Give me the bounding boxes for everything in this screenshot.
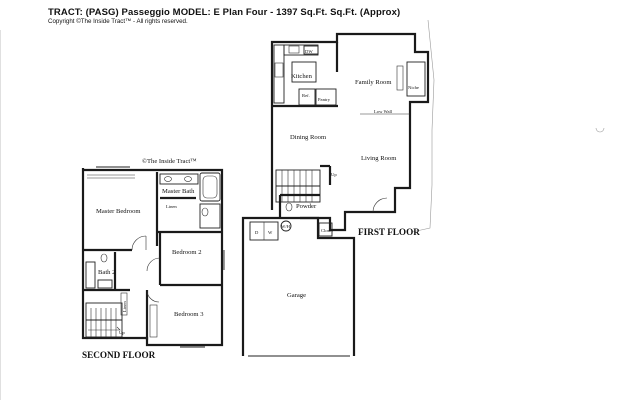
entry-door-swing bbox=[372, 197, 388, 213]
label-water-heater: W/H bbox=[281, 224, 291, 229]
label-ref: Ref. bbox=[302, 93, 310, 98]
cooktop bbox=[274, 62, 284, 78]
label-pantry: Pantry bbox=[318, 97, 331, 102]
plan-title: TRACT: (PASG) Passeggio MODEL: E Plan Fo… bbox=[48, 7, 401, 18]
label-dw: DW bbox=[305, 49, 313, 54]
niche bbox=[406, 61, 426, 97]
label-dryer: D bbox=[255, 230, 259, 235]
bedroom3-door-swing bbox=[146, 289, 160, 303]
room-powder: Powder bbox=[296, 203, 317, 210]
pantry bbox=[315, 88, 337, 106]
watermark: ©The Inside Tract™ bbox=[142, 158, 197, 165]
master-toilet bbox=[201, 207, 209, 217]
kitchen-counter-west bbox=[273, 44, 285, 104]
master-door-swing bbox=[131, 235, 147, 251]
first-floor-plan: DW Kitchen Family Room Niche Ref. Pantry… bbox=[241, 19, 435, 357]
fireplace bbox=[396, 65, 404, 91]
room-living-room: Living Room bbox=[361, 155, 397, 162]
bath2-toilet bbox=[100, 253, 108, 263]
water-heater bbox=[280, 220, 292, 232]
patio-outline bbox=[411, 19, 435, 233]
master-tub bbox=[199, 172, 221, 202]
room-bedroom-2: Bedroom 2 bbox=[172, 249, 202, 256]
sink-2 bbox=[184, 176, 192, 182]
stair-arrow bbox=[88, 326, 121, 331]
master-vanity bbox=[159, 173, 199, 185]
label-niche: Niche bbox=[408, 85, 419, 90]
room-master-bath: Master Bath bbox=[162, 188, 195, 195]
second-floor-plan: ©The Inside Tract™ Master Bedroom Master… bbox=[81, 158, 225, 360]
scan-mark bbox=[595, 127, 605, 133]
room-bath-2: Bath 2 bbox=[98, 269, 115, 276]
room-kitchen: Kitchen bbox=[291, 73, 313, 80]
kitchen-island bbox=[291, 61, 317, 83]
bedroom3-closet bbox=[149, 304, 158, 338]
room-garage: Garage bbox=[287, 292, 306, 299]
label-closet: Closet bbox=[321, 228, 333, 233]
bath2-vanity bbox=[97, 279, 113, 289]
refrigerator bbox=[298, 88, 316, 106]
bedroom2-door-swing bbox=[146, 257, 161, 272]
garage-outline bbox=[241, 216, 356, 356]
first-floor-outline bbox=[270, 32, 430, 232]
label-low-wall: Low Wall bbox=[374, 109, 393, 114]
copyright-notice: Copyright ©The Inside Tract™ - All right… bbox=[48, 17, 188, 25]
hall-linen-label: Linen bbox=[122, 301, 127, 312]
stair-up-label: Up bbox=[119, 330, 125, 335]
label-washer: W bbox=[268, 230, 273, 235]
header: TRACT: (PASG) Passeggio MODEL: E Plan Fo… bbox=[48, 8, 400, 25]
room-master-bedroom: Master Bedroom bbox=[96, 208, 141, 215]
master-shower bbox=[199, 203, 221, 229]
powder-toilet bbox=[285, 202, 293, 212]
hall-linen bbox=[120, 292, 128, 316]
room-bedroom-3: Bedroom 3 bbox=[174, 311, 204, 318]
tub-basin bbox=[202, 175, 218, 199]
second-floor-outline bbox=[81, 168, 224, 347]
room-linen: Linen bbox=[166, 204, 177, 209]
second-floor-label: SECOND FLOOR bbox=[82, 350, 156, 360]
sink-1 bbox=[164, 176, 172, 182]
room-family-room: Family Room bbox=[355, 79, 392, 86]
first-floor-label: FIRST FLOOR bbox=[358, 227, 420, 237]
dishwasher bbox=[303, 45, 319, 55]
bath2-tub bbox=[85, 261, 96, 289]
room-dining-room: Dining Room bbox=[290, 134, 327, 141]
stair-up-first: Up bbox=[331, 172, 337, 177]
kitchen-sink bbox=[288, 45, 300, 54]
